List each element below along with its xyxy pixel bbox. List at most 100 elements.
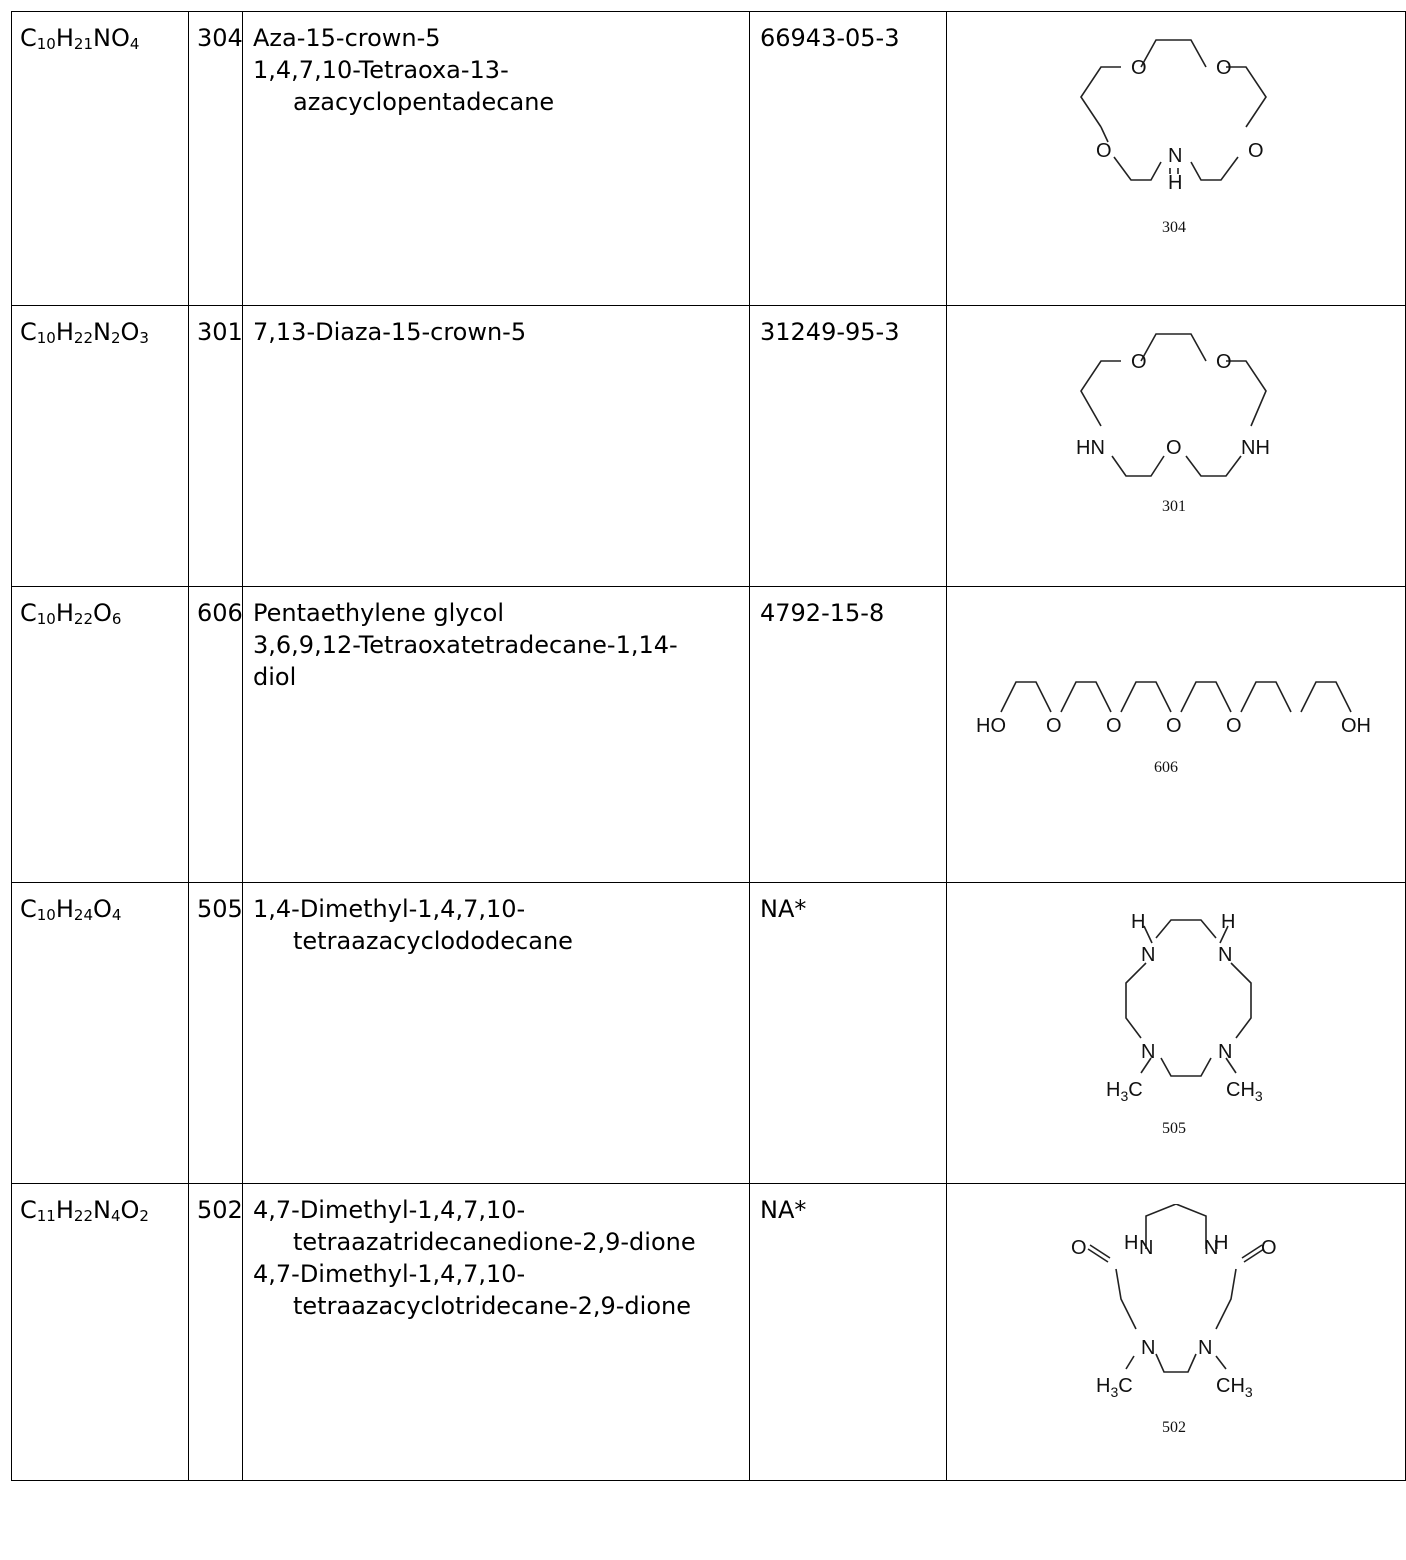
atom-label: N (1218, 1041, 1232, 1063)
atom-label: N (1141, 1041, 1155, 1063)
bond-line (1219, 925, 1229, 944)
compound-table-body: C10H21NO4 304 Aza-15-crown-5 1,4,7,10-Tetra… (11, 11, 1406, 1481)
atom-label: H3C (1106, 1079, 1143, 1104)
code-cell: 301 (188, 305, 243, 587)
formula-cell: C10H24O4 (11, 882, 189, 1184)
atom-label: O (1216, 351, 1232, 373)
compound-name: 1,4-Dimethyl-1,4,7,10- (253, 895, 526, 923)
names-cell: Aza-15-crown-5 1,4,7,10-Tetraoxa-13- azacy… (242, 11, 750, 306)
compound-code: 301 (197, 318, 243, 346)
atom-label: N (1168, 145, 1182, 167)
structure-caption: 606 (1154, 759, 1178, 776)
cas-number: NA* (760, 895, 807, 923)
atom-label: O (1226, 715, 1242, 737)
cas-cell: NA* (749, 882, 947, 1184)
compound-name: 4,7-Dimethyl-1,4,7,10- (253, 1260, 526, 1288)
atom-label: H3C (1096, 1375, 1133, 1400)
names-cell: 4,7-Dimethyl-1,4,7,10-tetraazatridecaned… (242, 1183, 750, 1481)
atom-label: CH3 (1226, 1079, 1263, 1104)
atom-label: H (1131, 911, 1145, 933)
code-cell: 505 (188, 882, 243, 1184)
bond-line (1225, 1057, 1237, 1074)
atom-label: N (1141, 1337, 1155, 1359)
bond-path (1000, 681, 1352, 713)
compound-code: 502 (197, 1196, 243, 1224)
table-row: C10H22O6 606 Pentaethylene glycol 3,6,9,12-… (11, 586, 1406, 883)
code-cell: 606 (188, 586, 243, 883)
atom-label: O (1131, 57, 1147, 79)
code-cell: 304 (188, 11, 243, 306)
atom-label: O (1131, 351, 1147, 373)
compound-name: 1,4,7,10-Tetraoxa-13- (253, 56, 509, 84)
molecular-formula: C10H22O6 (20, 599, 122, 628)
molecular-formula: C11H22N4O2 (20, 1196, 149, 1225)
formula-cell: C10H21NO4 (11, 11, 189, 306)
atom-label: O (1046, 715, 1062, 737)
names-cell: 7,13-Diaza-15-crown-5 (242, 305, 750, 587)
atom-label: N (1218, 944, 1232, 966)
bond-path (1125, 919, 1252, 1077)
atom-label: HO (976, 715, 1006, 737)
compound-name: 3,6,9,12-Tetraoxatetradecane-1,14- (253, 631, 678, 659)
cas-number: 4792-15-8 (760, 599, 885, 627)
bond-path (1115, 1204, 1237, 1373)
atom-label: O (1096, 140, 1112, 162)
atom-label: OH (1341, 715, 1371, 737)
bond-path (1080, 39, 1267, 181)
bond-line (1140, 1057, 1152, 1074)
cas-number: 31249-95-3 (760, 318, 900, 346)
cas-cell: 4792-15-8 (749, 586, 947, 883)
table-row: C10H24O4 505 1,4-Dimethyl-1,4,7,10- tetraaz… (11, 882, 1406, 1184)
atom-label: N (1198, 1337, 1212, 1359)
compound-name: tetraazacyclododecane (293, 927, 573, 955)
molecular-formula: C10H24O4 (20, 895, 122, 924)
cas-number: 66943-05-3 (760, 24, 900, 52)
atom-label: O (1166, 437, 1182, 459)
table-row: C10H21NO4 304 Aza-15-crown-5 1,4,7,10-Tetra… (11, 11, 1406, 306)
compound-name: diol (253, 663, 297, 691)
atom-label: N (1141, 944, 1155, 966)
compound-name: Pentaethylene glycol (253, 599, 504, 627)
structure-caption: 502 (1162, 1419, 1186, 1436)
atom-label: H (1214, 1232, 1228, 1254)
table-row: C10H22N2O3 301 7,13-Diaza-15-crown-5 31249-… (11, 305, 1406, 587)
structure-caption: 301 (1162, 498, 1186, 515)
compound-name: 7,13-Diaza-15-crown-5 (253, 318, 527, 346)
compound-name: azacyclopentadecane (293, 88, 555, 116)
atom-label: O (1261, 1237, 1277, 1259)
formula-cell: C11H22N4O2 (11, 1183, 189, 1481)
structure-cell: HO O O O O OH 606 (946, 586, 1406, 883)
formula-cell: C10H22N2O3 (11, 305, 189, 587)
molecular-formula: C10H22N2O3 (20, 318, 149, 347)
structure-caption: 304 (1162, 219, 1186, 236)
compound-name: tetraazacyclotridecane-2,9-dione (293, 1292, 691, 1320)
formula-cell: C10H22O6 (11, 586, 189, 883)
atom-label: O (1071, 1237, 1087, 1259)
atom-label: O (1106, 715, 1122, 737)
structure-drawing: HO O O O O OH 606 (976, 681, 1371, 776)
cas-cell: 66943-05-3 (749, 11, 947, 306)
compound-code: 304 (197, 24, 243, 52)
atom-label: NH (1241, 437, 1270, 459)
atom-label: N (1204, 1237, 1218, 1259)
structure-caption: 505 (1162, 1120, 1186, 1137)
bond-path (1087, 1244, 1265, 1263)
bond-line (1215, 1355, 1227, 1370)
names-cell: Pentaethylene glycol 3,6,9,12-Tetraoxatet… (242, 586, 750, 883)
compound-name: Aza-15-crown-5 (253, 24, 441, 52)
atom-label: H (1124, 1232, 1138, 1254)
atom-label: N (1139, 1237, 1153, 1259)
names-cell: 1,4-Dimethyl-1,4,7,10- tetraazacyclododec… (242, 882, 750, 1184)
cas-cell: 31249-95-3 (749, 305, 947, 587)
compound-code: 606 (197, 599, 243, 627)
atom-label: O (1166, 715, 1182, 737)
atom-label: H (1168, 172, 1182, 194)
